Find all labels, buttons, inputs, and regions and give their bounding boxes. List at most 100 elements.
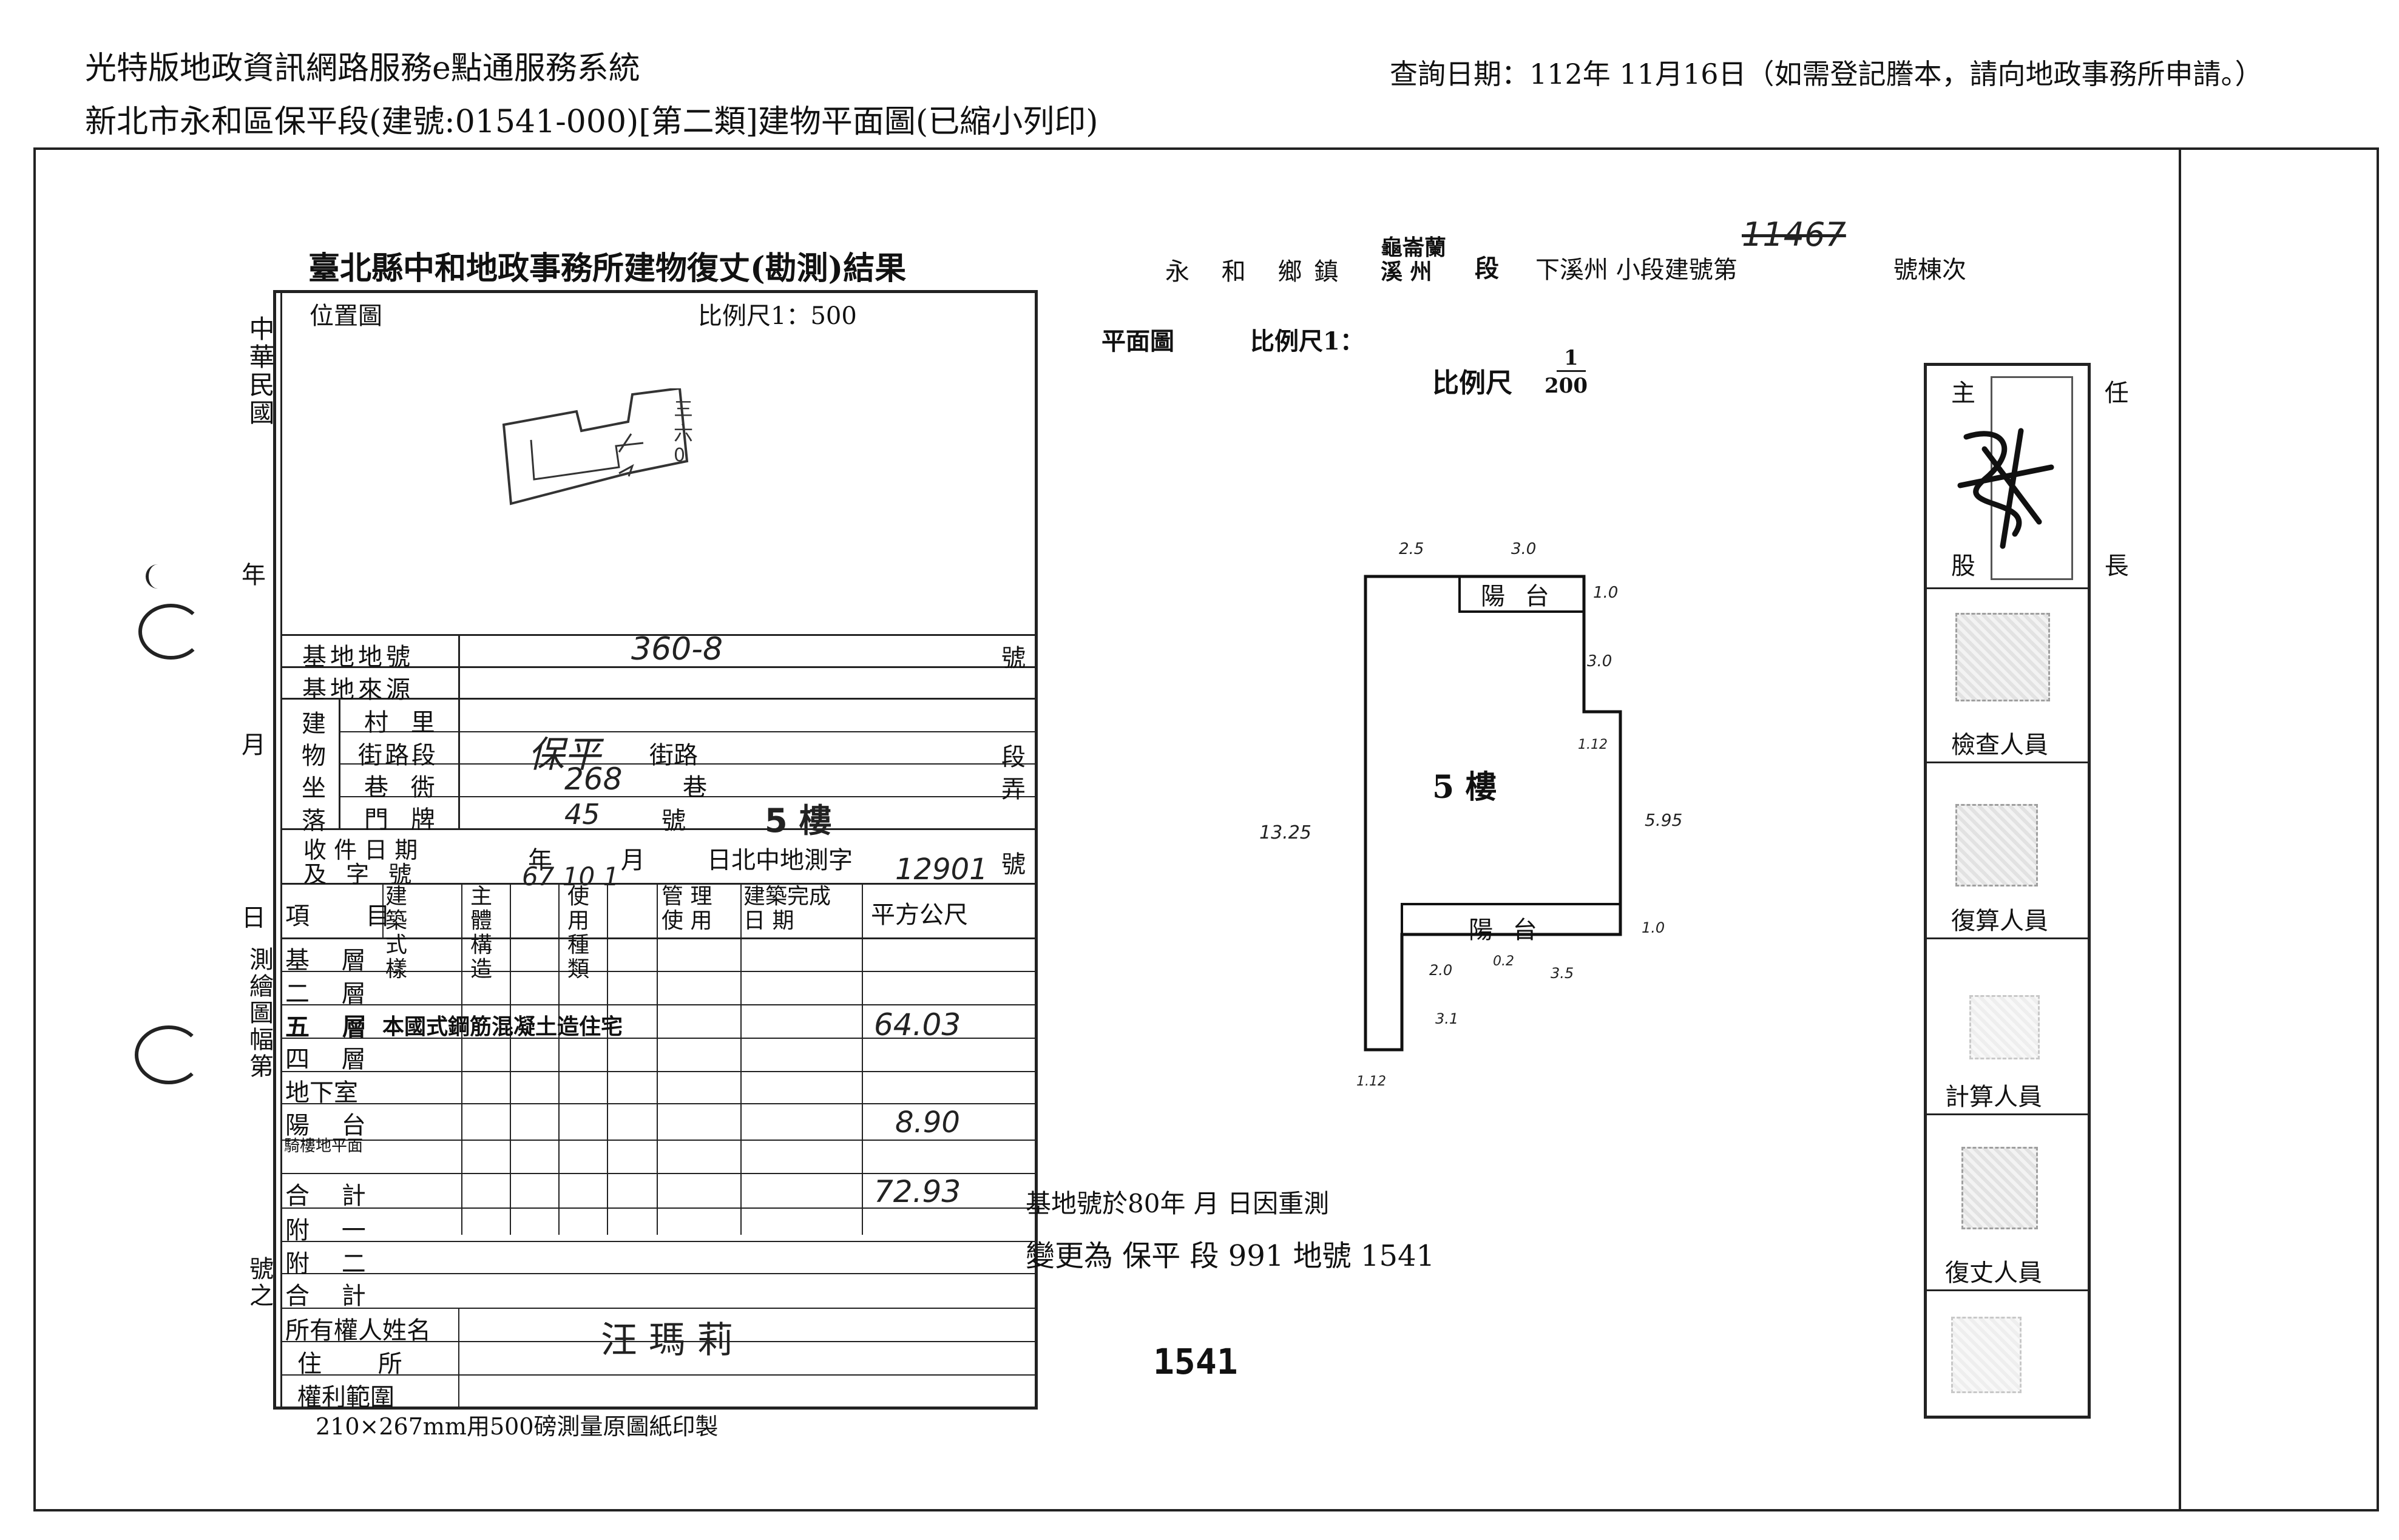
building-char-2: 物 [302,742,326,770]
dimension: 3.1 [1435,1010,1459,1027]
row-label: 二 層 [285,980,378,1008]
door-value: 45 [564,798,600,831]
query-date: 查詢日期：112年 11月16日（如需登記謄本，請向地政事務所申請。） [1390,58,2263,90]
table-row-divider [282,1374,1035,1376]
receive-label-1: 收 件 日 期 [303,837,418,863]
dimension: 3.0 [1511,540,1537,558]
chief-label: 主 任 [1951,379,2190,407]
dimension: 0.2 [1493,954,1514,969]
table-col-divider [607,883,608,1235]
total-area: 72.93 [874,1174,961,1209]
form-title: 臺北縣中和地政事務所建物復丈(勘測)結果 [308,250,907,287]
svg-text:三: 三 [674,397,693,420]
owner-value: 汪 瑪 莉 [601,1319,734,1362]
plan-scale-numerator: 1 [1557,346,1586,372]
lane-label: 巷 衖 [364,774,442,802]
plan-heading-duan: 段 [1475,254,1499,283]
col-area: 平方公尺 [871,901,968,929]
nong-label: 弄 [1001,775,1026,803]
row-label: 地下室 [285,1079,358,1107]
recalc-seal [1955,804,2038,887]
dimension: 5.95 [1645,810,1683,830]
receive-label-2: 及 字 號 [303,861,418,888]
receive-number: 12901 [895,853,988,887]
section-chief-label: 股 長 [1951,552,2190,580]
resurvey-seal [1961,1147,2038,1229]
svg-text:0: 0 [674,445,685,466]
right-divider [2179,147,2181,1511]
address-label: 住 所 [297,1350,427,1378]
door-hao: 號 [662,807,686,835]
table-row-divider [340,763,1035,765]
building-number: 1541 [1153,1341,1238,1382]
village-label: 村 里 [364,709,442,737]
plan-heading-section: 龜崙蘭 溪 州 [1381,235,1447,285]
inspector-seal [1955,613,2050,701]
lane-value: 268 [564,762,623,797]
panel-divider [1927,587,2088,589]
number-of-label: 號之 [245,1256,273,1309]
table-col-divider [657,883,658,1235]
row-label: 五 層 [285,1013,379,1041]
building-char-3: 坐 [302,774,326,802]
col-management: 管 理 使 用 [662,884,712,933]
door-label: 門 牌 [364,806,442,834]
plan-heading-tail: 號棟次 [1893,256,1966,284]
owner-label: 所有權人姓名 [285,1317,431,1345]
table-col-divider [382,883,384,937]
change-note-line-2: 變更為 保平 段 991 地號 1541 [1026,1239,1435,1273]
floor-value: 5 樓 [765,802,832,840]
building-char-4: 落 [302,807,326,835]
binding-hole-mark [138,604,203,660]
table-row-divider [282,1273,1035,1274]
table-row-divider [282,666,1035,668]
fifth-floor-area: 64.03 [874,1007,961,1042]
receive-year-month: 年 月 [528,846,675,874]
table-row-divider [282,698,1035,700]
table-col-divider [458,1308,459,1410]
table-row-divider [340,731,1035,732]
location-map-scale: 比例尺1：500 [698,302,857,330]
street-value: 保平 [528,734,601,776]
location-sketch: 三 六 0 [502,388,693,505]
change-note-line-1: 基地號於80年 月 日因重測 [1026,1189,1330,1218]
floor-plan [1364,575,1622,1052]
table-row-divider [282,971,1035,972]
street-label: 街路段 [358,741,438,769]
table-row-divider [282,1004,1035,1005]
system-title: 光特版地政資訊網路服務e點通服務系統 [85,50,640,87]
table-row-divider [282,1308,1035,1309]
row-label: 附 二 [285,1250,378,1278]
table-row-divider [282,828,1035,830]
month-label: 月 [242,731,266,759]
panel-divider [1927,937,2088,939]
table-row-divider [282,1341,1035,1342]
document-subtitle: 新北市永和區保平段(建號:01541-000)[第二類]建物平面圖(已縮小列印) [85,104,1098,140]
calc-label: 計算人員 [1945,1083,2042,1111]
dimension: 3.0 [1587,652,1612,670]
table-row-divider [282,634,1035,636]
dimension: 2.5 [1399,540,1424,558]
floor-5-label: 5 樓 [1432,769,1497,806]
table-row-divider [282,1207,1035,1209]
table-row-divider [282,1038,1035,1039]
row-label: 附 一 [285,1217,378,1244]
dimension: 3.5 [1551,965,1574,982]
plan-scale-handwritten: 比例尺 [1432,368,1512,399]
recalc-label: 復算人員 [1951,907,2048,935]
table-col-divider [510,883,511,1235]
table-row-divider [282,1103,1035,1104]
table-col-divider [461,883,462,1235]
table-row-divider [282,1173,1035,1174]
roc-label: 中華民國 [245,316,275,427]
table-col-divider [862,883,863,1235]
calc-seal [1969,995,2040,1059]
fifth-floor-description: 本國式鋼筋混凝土造住宅 [382,1014,623,1039]
panel-divider [1927,1289,2088,1291]
year-label: 年 [242,561,266,589]
form-inner-left-line [280,290,282,1410]
col-item: 項 目 [285,902,414,930]
col-completed: 建築完成 日 期 [743,884,831,933]
col-structure: 主 體 構 造 [470,884,493,982]
table-row-divider [282,1071,1035,1072]
